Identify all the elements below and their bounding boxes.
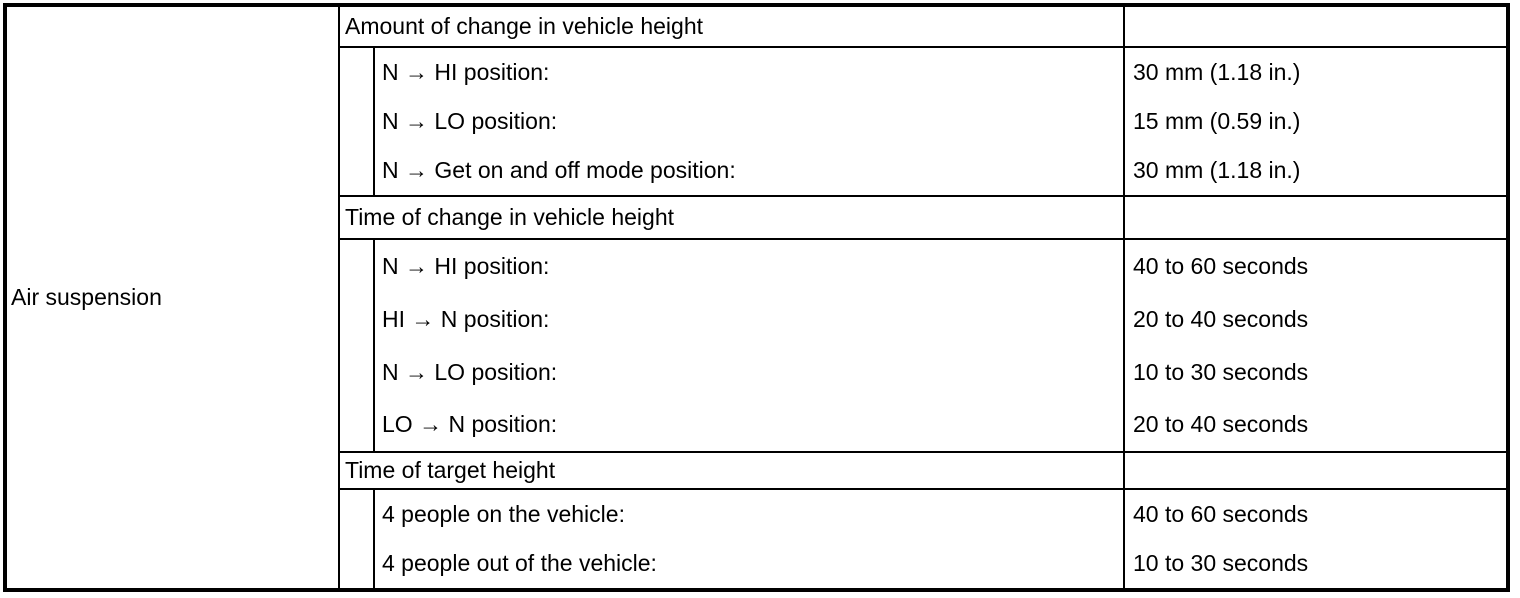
indent-cell [340, 490, 375, 588]
group-title-spacer [1123, 7, 1506, 48]
indent-cell [340, 240, 375, 453]
spec-value: 10 to 30 seconds [1133, 550, 1309, 577]
group-title: Amount of change in vehicle height [345, 13, 704, 40]
spec-value: 20 to 40 seconds [1133, 411, 1309, 438]
spec-label: N → LO position: [382, 358, 558, 385]
group-title-spacer [1123, 453, 1506, 490]
group-title-cell: Time of target height [340, 453, 1123, 490]
group-title-cell: Amount of change in vehicle height [340, 7, 1123, 48]
spec-label: N → Get on and off mode position: [382, 157, 736, 184]
spec-label: 4 people on the vehicle: [382, 501, 625, 528]
spec-label: LO → N position: [382, 411, 558, 438]
spec-value: 10 to 30 seconds [1133, 358, 1309, 385]
specifications-table: Air suspension Amount of change in vehic… [3, 3, 1510, 592]
group-title: Time of change in vehicle height [345, 204, 675, 231]
spec-label: N → HI position: [382, 59, 550, 86]
indent-cell [340, 48, 375, 197]
spec-labels-cell: 4 people on the vehicle: 4 people out of… [375, 490, 1123, 588]
spec-labels-cell: N → HI position: HI → N position: N → LO… [375, 240, 1123, 453]
spec-value: 40 to 60 seconds [1133, 501, 1309, 528]
spec-value: 15 mm (0.59 in.) [1133, 108, 1301, 135]
group-title: Time of target height [345, 457, 556, 484]
system-name-cell: Air suspension [7, 7, 340, 588]
spec-labels-cell: N → HI position: N → LO position: N → Ge… [375, 48, 1123, 197]
spec-values-cell: 30 mm (1.18 in.) 15 mm (0.59 in.) 30 mm … [1123, 48, 1506, 197]
group-title-spacer [1123, 197, 1506, 240]
spec-label: N → LO position: [382, 108, 558, 135]
spec-label: 4 people out of the vehicle: [382, 550, 657, 577]
spec-values-cell: 40 to 60 seconds 10 to 30 seconds [1123, 490, 1506, 588]
system-name: Air suspension [11, 284, 162, 311]
spec-value: 30 mm (1.18 in.) [1133, 157, 1301, 184]
spec-value: 40 to 60 seconds [1133, 253, 1309, 280]
group-title-cell: Time of change in vehicle height [340, 197, 1123, 240]
spec-value: 20 to 40 seconds [1133, 305, 1309, 332]
spec-values-cell: 40 to 60 seconds 20 to 40 seconds 10 to … [1123, 240, 1506, 453]
spec-label: HI → N position: [382, 305, 550, 332]
spec-label: N → HI position: [382, 253, 550, 280]
spec-value: 30 mm (1.18 in.) [1133, 59, 1301, 86]
